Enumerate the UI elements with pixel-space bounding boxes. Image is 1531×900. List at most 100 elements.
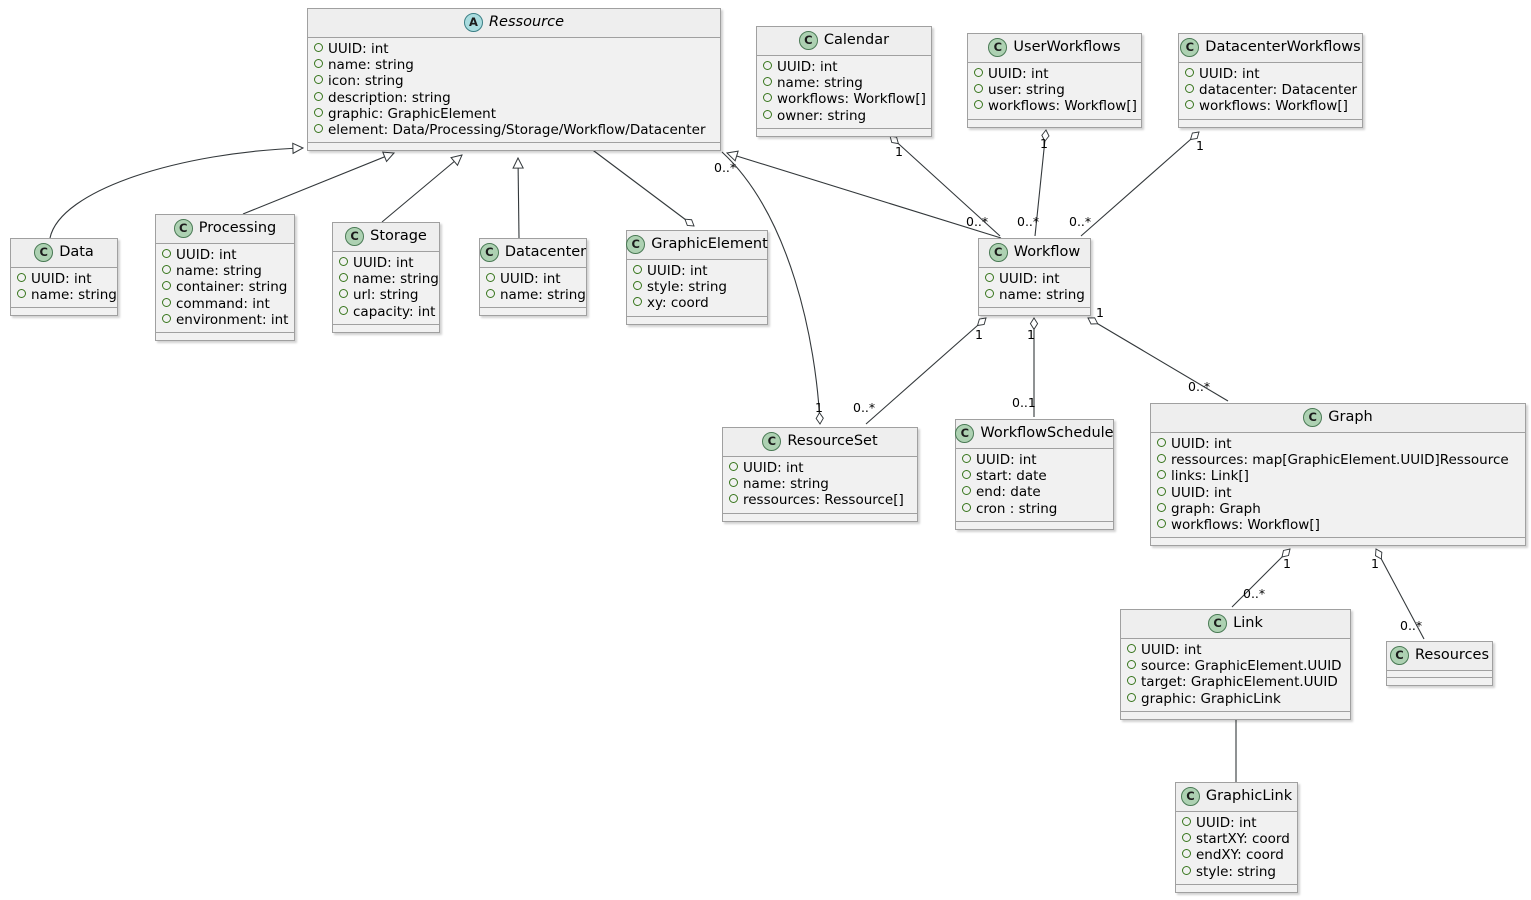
- attribute-row: style: string: [633, 279, 761, 295]
- visibility-public-icon: [962, 470, 971, 480]
- attribute-row: UUID: int: [1185, 66, 1356, 82]
- visibility-public-icon: [486, 273, 495, 282]
- class-name-storage: Storage: [370, 227, 427, 244]
- attribute-row: name: string: [17, 287, 117, 303]
- attribute-row: UUID: int: [1127, 642, 1344, 658]
- visibility-public-icon: [763, 109, 772, 119]
- mult-workflow-graph-target: 0..*: [1188, 379, 1211, 394]
- visibility-public-icon: [339, 289, 348, 299]
- mult-graph-resources-source: 1: [1371, 556, 1379, 571]
- attribute-label: environment: int: [176, 311, 289, 328]
- attribute-row: UUID: int: [974, 66, 1135, 82]
- attribute-label: user: string: [988, 82, 1065, 99]
- edge-processing-to-ressource: [242, 153, 394, 215]
- attribute-label: graphic: GraphicLink: [1141, 690, 1281, 707]
- attribute-label: target: GraphicElement.UUID: [1141, 674, 1338, 691]
- attribute-label: cron : string: [976, 500, 1058, 517]
- attribute-row: endXY: coord: [1182, 847, 1291, 863]
- visibility-public-icon: [339, 257, 348, 266]
- mult-graph-link-source: 1: [1283, 556, 1291, 571]
- attribute-label: style: string: [647, 279, 727, 296]
- class-methods-resourceset: [723, 513, 917, 521]
- class-methods-link: [1121, 711, 1350, 719]
- class-icon: C: [1389, 646, 1409, 665]
- visibility-public-icon: [974, 100, 983, 110]
- visibility-public-icon: [314, 107, 323, 117]
- attribute-row: user: string: [974, 82, 1135, 98]
- abstract-class-icon: A: [463, 13, 483, 32]
- attribute-row: ressources: Ressource[]: [729, 492, 911, 508]
- attribute-row: start: date: [962, 468, 1107, 484]
- attribute-row: workflows: Workflow[]: [763, 91, 926, 107]
- attribute-row: UUID: int: [763, 59, 925, 75]
- visibility-public-icon: [314, 75, 323, 85]
- visibility-public-icon: [339, 305, 348, 315]
- attribute-label: UUID: int: [777, 59, 838, 75]
- mult-ressource-resourceset-source: 1: [815, 400, 823, 415]
- visibility-public-icon: [729, 462, 738, 471]
- class-methods-datacenter: [480, 308, 586, 316]
- class-name-data: Data: [59, 243, 94, 260]
- visibility-public-icon: [1157, 454, 1166, 464]
- class-name-graphiclink: GraphicLink: [1205, 787, 1293, 804]
- mult-datacenterworkflows-workflow-source: 1: [1196, 138, 1204, 153]
- attribute-row: UUID: int: [1157, 485, 1519, 501]
- class-icon: C: [626, 235, 646, 254]
- visibility-public-icon: [633, 265, 642, 274]
- attribute-label: name: string: [31, 287, 117, 304]
- edge-datacenterworkflows-to-workflow: [1080, 131, 1200, 237]
- attribute-label: style: string: [1196, 863, 1276, 880]
- attribute-row: UUID: int: [1157, 436, 1519, 452]
- attribute-label: UUID: int: [1196, 815, 1257, 831]
- attribute-row: container: string: [162, 279, 288, 295]
- attribute-row: command: int: [162, 296, 288, 312]
- visibility-public-icon: [17, 289, 26, 299]
- attribute-label: source: GraphicElement.UUID: [1141, 658, 1342, 675]
- attribute-row: name: string: [339, 271, 439, 287]
- attribute-row: name: string: [314, 57, 714, 73]
- visibility-public-icon: [633, 297, 642, 307]
- visibility-public-icon: [1185, 100, 1194, 110]
- class-icon: C: [173, 219, 193, 238]
- attribute-row: name: string: [162, 263, 288, 279]
- attribute-label: description: string: [328, 89, 451, 106]
- visibility-public-icon: [1127, 644, 1136, 653]
- mult-userworkflows-workflow-target: 0..*: [1017, 214, 1040, 229]
- attribute-row: target: GraphicElement.UUID: [1127, 674, 1344, 690]
- visibility-public-icon: [1127, 676, 1136, 686]
- visibility-public-icon: [1182, 817, 1191, 826]
- visibility-public-icon: [962, 502, 971, 512]
- attribute-row: datacenter: Datacenter: [1185, 82, 1357, 98]
- attribute-label: workflows: Workflow[]: [1199, 98, 1348, 115]
- attribute-label: icon: string: [328, 73, 404, 90]
- attribute-row: links: Link[]: [1157, 468, 1519, 484]
- attribute-label: command: int: [176, 295, 270, 312]
- class-methods-graphicelement: [627, 316, 767, 324]
- visibility-public-icon: [763, 61, 772, 70]
- visibility-public-icon: [1185, 84, 1194, 94]
